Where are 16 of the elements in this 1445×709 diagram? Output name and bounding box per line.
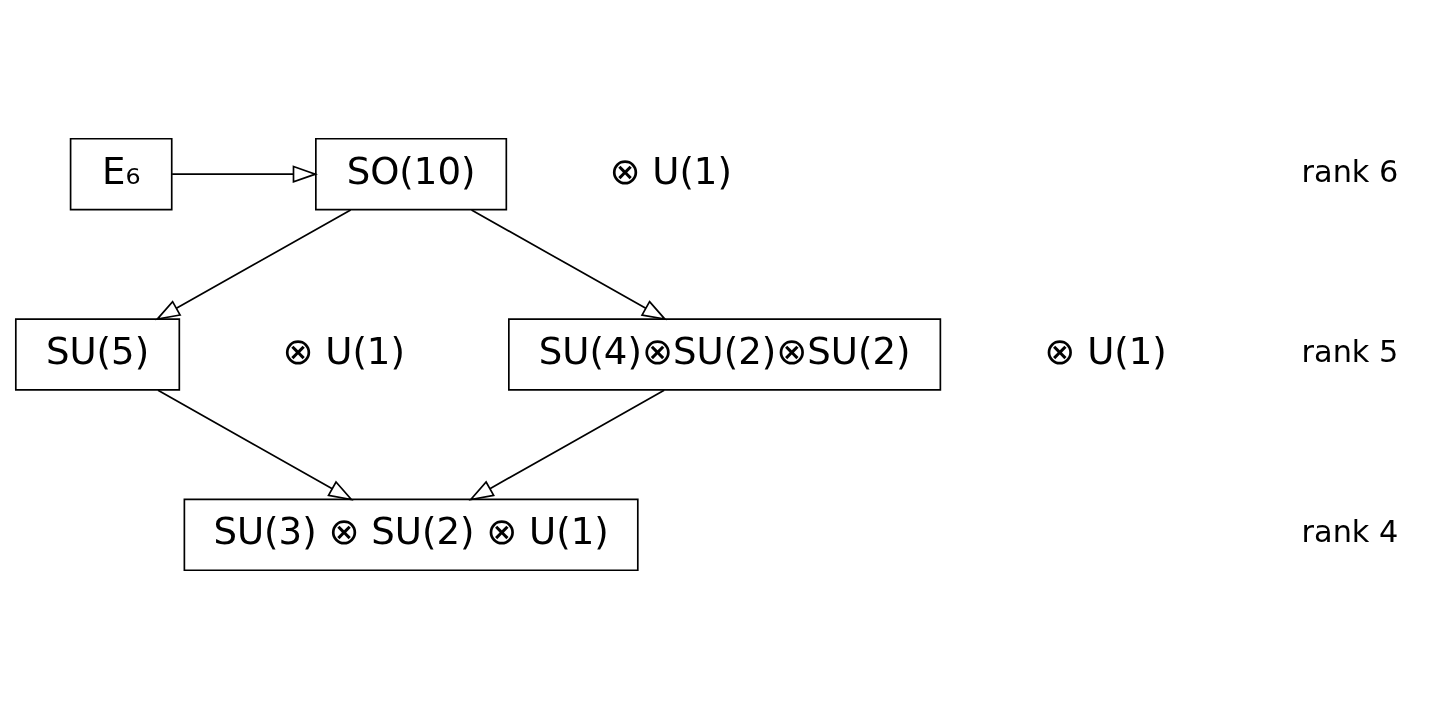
arrow xyxy=(468,389,665,501)
label: rank 6 xyxy=(1301,153,1399,189)
arrow xyxy=(470,209,668,321)
node-box: E₆ xyxy=(69,137,173,211)
arrow xyxy=(171,165,318,183)
node-label: ⊗ U(1) xyxy=(609,149,732,193)
label: rank 5 xyxy=(1301,333,1399,369)
arrow xyxy=(157,389,354,501)
node-label: ⊗ U(1) xyxy=(282,329,405,373)
arrow xyxy=(155,209,352,321)
node-box: SU(5) xyxy=(14,318,181,391)
node-label: ⊗ U(1) xyxy=(1044,329,1167,373)
node-box: SU(3) ⊗ SU(2) ⊗ U(1) xyxy=(183,498,639,572)
node-box: SU(4)⊗SU(2)⊗SU(2) xyxy=(508,318,942,391)
label: rank 4 xyxy=(1301,514,1399,550)
node-box: SO(10) xyxy=(315,137,508,211)
